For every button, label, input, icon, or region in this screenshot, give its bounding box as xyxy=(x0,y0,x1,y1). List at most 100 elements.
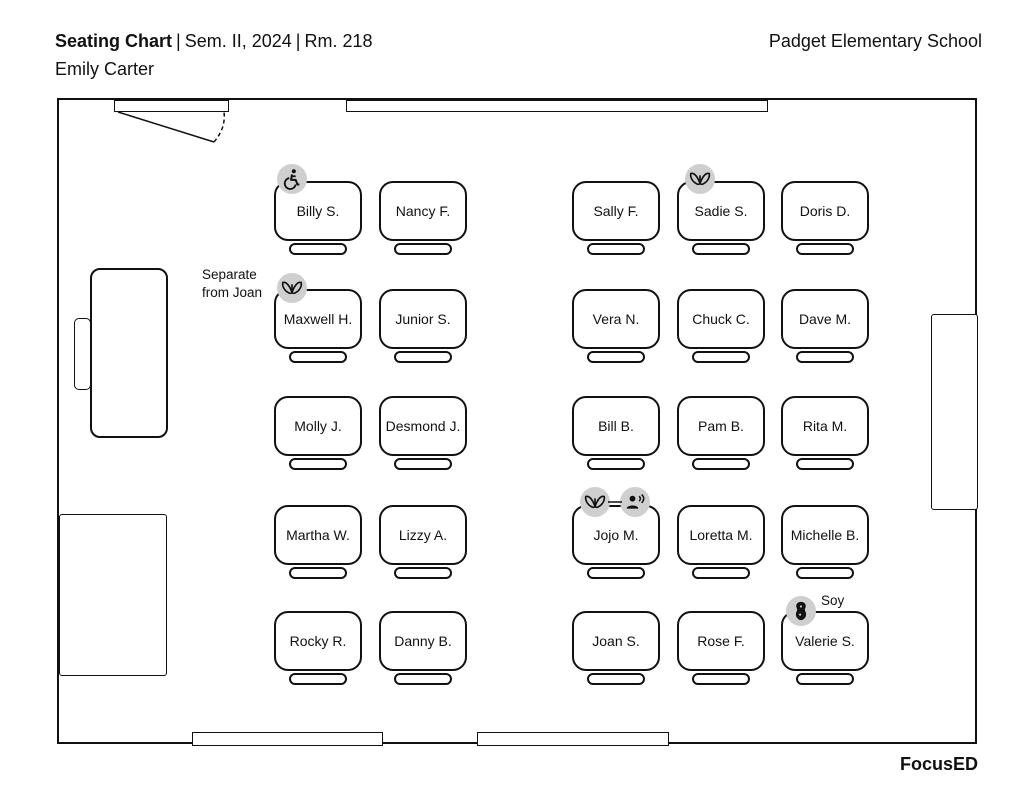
student-desk[interactable]: Rose F. xyxy=(677,611,765,671)
teacher-chair xyxy=(74,318,91,390)
student-name: Michelle B. xyxy=(790,527,860,543)
student-chair xyxy=(289,458,347,470)
student-name: Pam B. xyxy=(698,418,744,434)
storage-cabinet xyxy=(59,514,167,676)
note-separate-from-joan: Separate from Joan xyxy=(202,267,263,300)
semester-label: Sem. II, 2024 xyxy=(184,31,292,51)
student-desk[interactable]: Desmond J. xyxy=(379,396,467,456)
student-chair xyxy=(796,243,854,255)
student-chair xyxy=(394,567,452,579)
student-desk[interactable]: Rita M. xyxy=(781,396,869,456)
student-chair xyxy=(289,567,347,579)
student-name: Junior S. xyxy=(395,311,451,327)
brand-logo: FocusED xyxy=(899,754,978,774)
student-name: Loretta M. xyxy=(689,527,753,543)
student-chair xyxy=(289,351,347,363)
student-name: Billy S. xyxy=(296,203,340,219)
page-title: Seating Chart xyxy=(55,31,173,51)
window-top-center xyxy=(346,100,768,112)
student-desk[interactable]: Dave M. xyxy=(781,289,869,349)
student-chair xyxy=(692,351,750,363)
student-chair xyxy=(692,567,750,579)
student-name: Desmond J. xyxy=(385,418,461,434)
student-name: Nancy F. xyxy=(395,203,451,219)
student-desk[interactable]: Junior S. xyxy=(379,289,467,349)
student-desk[interactable]: Loretta M. xyxy=(677,505,765,565)
divider: | xyxy=(295,31,301,51)
student-name: Joan S. xyxy=(592,633,640,649)
student-chair xyxy=(394,351,452,363)
wheelchair-icon xyxy=(277,164,307,194)
student-chair xyxy=(796,567,854,579)
window-bottom-left xyxy=(192,732,383,746)
student-desk[interactable]: Joan S. xyxy=(572,611,660,671)
student-name: Bill B. xyxy=(598,418,634,434)
badge-link xyxy=(608,501,622,503)
student-chair xyxy=(587,458,645,470)
student-desk[interactable]: Doris D. xyxy=(781,181,869,241)
student-name: Martha W. xyxy=(286,527,350,543)
student-name: Molly J. xyxy=(294,418,342,434)
student-desk[interactable]: Michelle B. xyxy=(781,505,869,565)
classroom-floor xyxy=(57,98,978,746)
student-desk[interactable]: Vera N. xyxy=(572,289,660,349)
note-soy-allergy: Soy xyxy=(821,593,845,608)
student-name: Lizzy A. xyxy=(398,527,448,543)
student-chair xyxy=(289,673,347,685)
student-name: Sally F. xyxy=(593,203,639,219)
window-bottom-right xyxy=(477,732,669,746)
student-desk[interactable]: Valerie S. xyxy=(781,611,869,671)
student-desk[interactable]: Sadie S. xyxy=(677,181,765,241)
student-chair xyxy=(796,673,854,685)
room-label: Rm. 218 xyxy=(304,31,373,51)
student-desk[interactable]: Molly J. xyxy=(274,396,362,456)
student-chair xyxy=(289,243,347,255)
school-name: Padget Elementary School xyxy=(768,31,982,51)
student-desk[interactable]: Bill B. xyxy=(572,396,660,456)
student-desk[interactable]: Danny B. xyxy=(379,611,467,671)
butterfly-icon xyxy=(580,487,610,517)
student-desk[interactable]: Nancy F. xyxy=(379,181,467,241)
butterfly-icon xyxy=(277,273,307,303)
teacher-desk xyxy=(90,268,168,438)
teacher-name: Emily Carter xyxy=(55,59,155,79)
student-name: Dave M. xyxy=(798,311,852,327)
student-desk[interactable]: Lizzy A. xyxy=(379,505,467,565)
peanut-icon xyxy=(786,596,816,626)
student-name: Rose F. xyxy=(697,633,745,649)
student-chair xyxy=(692,673,750,685)
student-chair xyxy=(796,458,854,470)
student-chair xyxy=(692,243,750,255)
student-chair xyxy=(587,567,645,579)
student-chair xyxy=(394,458,452,470)
student-name: Valerie S. xyxy=(795,633,855,649)
student-desk[interactable]: Rocky R. xyxy=(274,611,362,671)
butterfly-icon xyxy=(685,164,715,194)
student-name: Danny B. xyxy=(394,633,452,649)
student-name: Vera N. xyxy=(592,311,640,327)
student-chair xyxy=(692,458,750,470)
student-name: Doris D. xyxy=(799,203,851,219)
student-desk[interactable]: Chuck C. xyxy=(677,289,765,349)
student-chair xyxy=(587,351,645,363)
student-chair xyxy=(587,673,645,685)
student-name: Rita M. xyxy=(802,418,848,434)
window-top-left xyxy=(114,100,229,112)
student-name: Sadie S. xyxy=(694,203,748,219)
student-chair xyxy=(394,243,452,255)
student-name: Chuck C. xyxy=(692,311,750,327)
student-name: Maxwell H. xyxy=(283,311,353,327)
header-title-line: Seating Chart|Sem. II, 2024|Rm. 218 xyxy=(55,30,373,52)
speaking-person-icon xyxy=(620,487,650,517)
student-chair xyxy=(587,243,645,255)
student-name: Jojo M. xyxy=(593,527,639,543)
divider: | xyxy=(176,31,181,51)
student-chair xyxy=(394,673,452,685)
student-chair xyxy=(796,351,854,363)
student-name: Rocky R. xyxy=(289,633,347,649)
student-desk[interactable]: Pam B. xyxy=(677,396,765,456)
whiteboard xyxy=(931,314,978,510)
door-swing xyxy=(117,111,226,143)
student-desk[interactable]: Sally F. xyxy=(572,181,660,241)
student-desk[interactable]: Martha W. xyxy=(274,505,362,565)
